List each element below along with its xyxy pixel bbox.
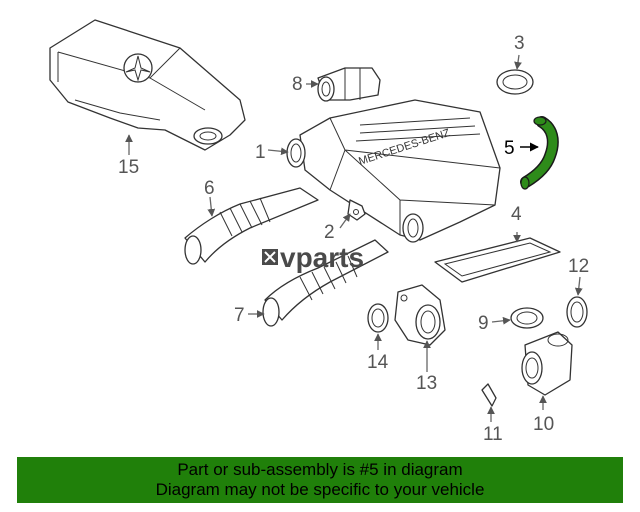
engine-cover-part-15 <box>49 19 246 151</box>
gasket-part-14 <box>367 303 389 333</box>
callout-8: 8 <box>292 74 303 95</box>
clamp-part-9 <box>510 307 544 329</box>
callout-4: 4 <box>511 204 522 225</box>
callout-9: 9 <box>478 313 489 334</box>
callout-5: 5 <box>504 138 515 159</box>
callout-3: 3 <box>514 33 525 54</box>
callout-10: 10 <box>533 414 554 435</box>
callout-7: 7 <box>234 305 245 326</box>
vparts-watermark: vparts <box>262 242 364 273</box>
seal-ring-part-3 <box>496 69 534 95</box>
banner-line-1: Part or sub-assembly is #5 in diagram <box>177 460 463 479</box>
callout-15: 15 <box>118 157 139 178</box>
housing-adapter-part-10 <box>521 331 573 396</box>
parts-diagram: MERCEDES-BENZ <box>49 19 589 445</box>
leader-lines <box>125 54 583 422</box>
banner-line-2: Diagram may not be specific to your vehi… <box>155 480 485 499</box>
intake-duct-part-6 <box>184 187 319 265</box>
info-banner: Part or sub-assembly is #5 in diagram Di… <box>17 457 623 503</box>
intake-duct-part-7 <box>262 239 389 327</box>
callout-12: 12 <box>568 256 589 277</box>
callout-14: 14 <box>367 352 389 373</box>
callout-6: 6 <box>204 178 215 199</box>
bracket-part-2 <box>347 199 366 221</box>
air-filter-housing-part-1: MERCEDES-BENZ <box>286 99 501 243</box>
hose-part-5 <box>520 116 559 190</box>
callout-11: 11 <box>483 424 503 445</box>
throttle-body-part-13 <box>394 284 446 346</box>
clamp-ring-part-12 <box>566 296 588 328</box>
callout-1: 1 <box>255 142 266 163</box>
callout-labels: 1 2 3 4 5 6 7 8 9 10 11 12 13 14 15 <box>118 33 589 445</box>
air-mass-sensor-part-8 <box>317 67 381 102</box>
clip-part-11 <box>481 383 497 407</box>
air-filter-element-part-4 <box>434 237 561 283</box>
watermark-text: vparts <box>280 242 364 273</box>
callout-2: 2 <box>324 222 335 243</box>
callout-13: 13 <box>416 373 437 394</box>
